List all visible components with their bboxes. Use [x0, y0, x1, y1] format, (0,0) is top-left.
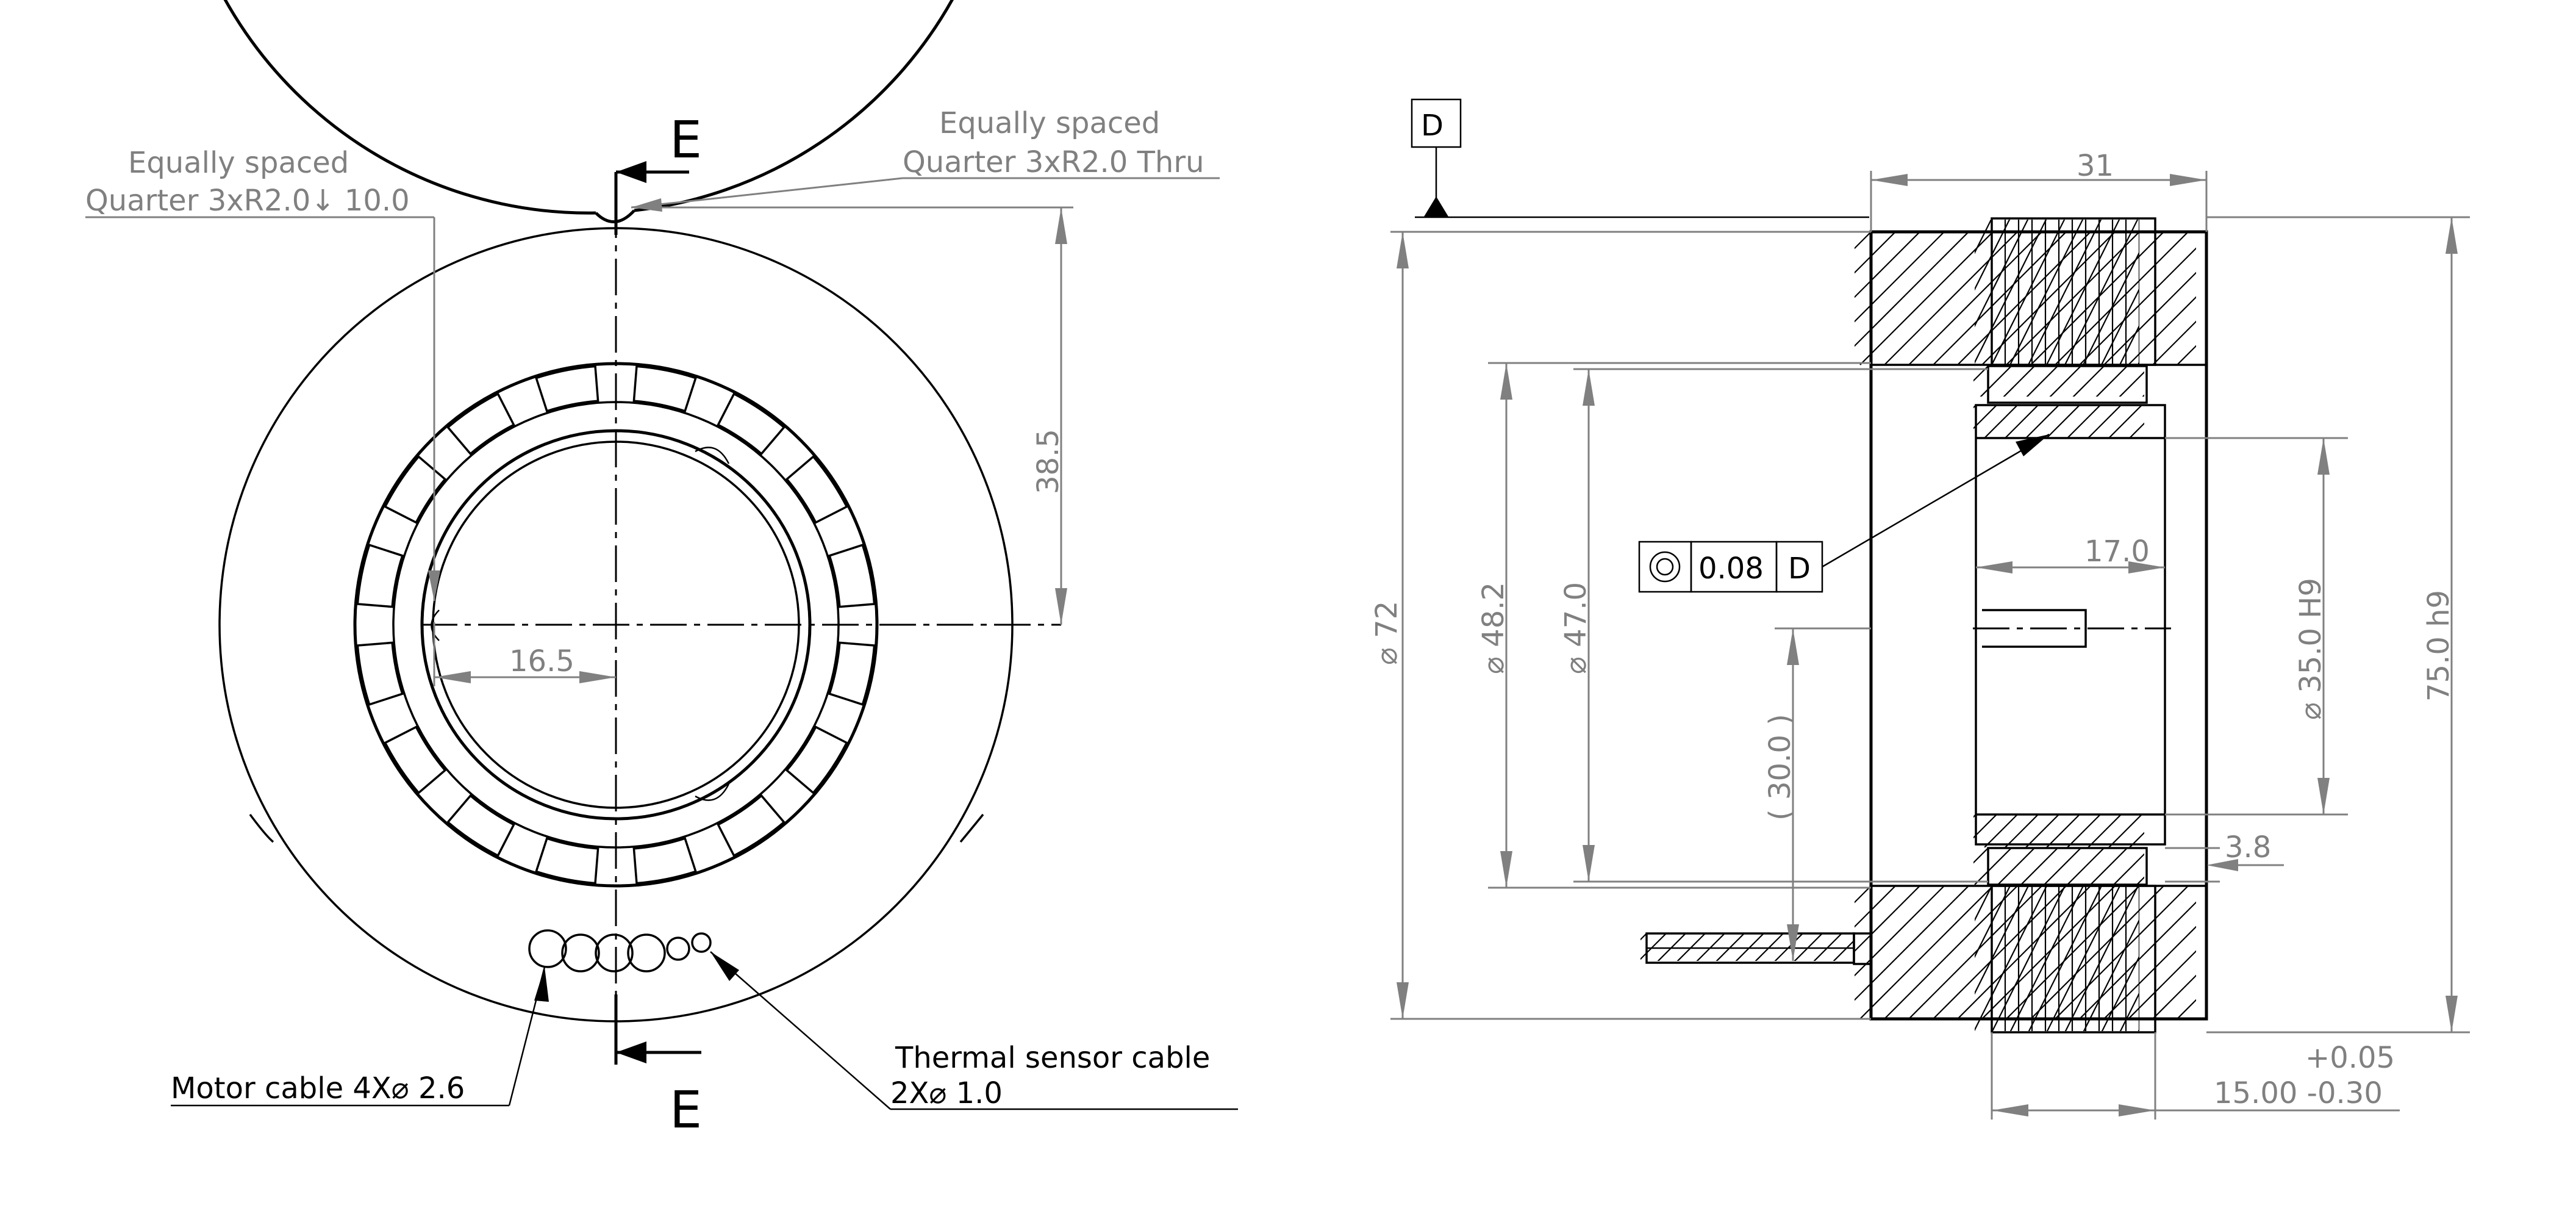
dim-15-00-tol-plus: +0.05 — [2305, 1041, 2395, 1075]
stator-slot — [446, 392, 515, 456]
housing-outline — [1869, 230, 2208, 1021]
stator-slot — [785, 455, 848, 524]
key-slot — [1982, 609, 2087, 648]
dim-38-5-text: 38.5 — [1031, 429, 1065, 494]
stator-slot — [384, 725, 447, 795]
stator-slot — [384, 455, 447, 524]
concentricity-icon — [1649, 551, 1681, 583]
side-view: D — [1370, 98, 2470, 1120]
right-notch — [959, 813, 984, 843]
fcf-leader — [1822, 433, 2050, 568]
section-label-top: E — [670, 110, 702, 170]
rotor-sleeve — [1975, 404, 2166, 846]
hatch-bottom-ring — [1855, 885, 2196, 1019]
bore-bump-top — [695, 447, 730, 464]
hatch-top-ring — [1855, 232, 2196, 365]
thermal-cable-label-line2: 2X⌀ 1.0 — [890, 1076, 1003, 1110]
stator-slot — [632, 836, 697, 885]
dim-3-8-text: 3.8 — [2225, 830, 2271, 865]
stator-slot — [632, 365, 697, 413]
dim-35-0-text: ⌀ 35.0 H9 — [2294, 578, 2328, 720]
winding-lines-top — [1975, 220, 2139, 365]
hatch-sleeve-top — [1973, 405, 2144, 438]
stator-slot — [785, 725, 848, 795]
datum-triangle — [1424, 196, 1448, 217]
dim-72-text: ⌀ 72 — [1370, 601, 1404, 665]
fcf-datum: D — [1788, 552, 1811, 586]
dim-48-2-text: ⌀ 48.2 — [1476, 582, 1511, 674]
section-label-bottom: E — [670, 1080, 702, 1140]
dim-17-0-text: 17.0 — [2084, 534, 2150, 569]
dim-31-text: 31 — [2077, 149, 2114, 183]
front-view: E E Equally spaced Quarter 3xR2.0↓ 10.0 … — [85, 0, 1238, 1140]
retainer-top — [1987, 365, 2148, 404]
thermal-cable-hole-1 — [666, 937, 690, 961]
note-right-line1: Equally spaced — [939, 106, 1160, 140]
stator-slot — [828, 641, 876, 706]
dim-30-0-text: ( 30.0 ) — [1763, 714, 1797, 821]
stator-slot — [828, 544, 876, 608]
dim-47-0-text: ⌀ 47.0 — [1559, 582, 1593, 674]
dim-16-5-text: 16.5 — [509, 644, 574, 678]
note-left-line2: Quarter 3xR2.0↓ 10.0 — [85, 184, 410, 218]
stator-slot — [535, 365, 599, 413]
thermal-cable-hole-2 — [691, 932, 712, 953]
hatch-sleeve-bottom — [1973, 814, 2144, 847]
left-notch — [249, 813, 274, 843]
dim-75-0-text: 75.0 h9 — [2422, 590, 2456, 702]
retainer-bottom — [1987, 847, 2148, 886]
note-right-leader — [631, 177, 903, 209]
thermal-cable-leader — [710, 951, 891, 1110]
fcf-tolerance: 0.08 — [1698, 552, 1764, 586]
hatch-cable — [1640, 933, 1854, 961]
motor-cable-hole-3 — [595, 933, 634, 973]
stator-slot — [717, 392, 786, 456]
stator-slot — [535, 836, 599, 885]
dim-15-00-text: 15.00 -0.30 — [2214, 1076, 2383, 1110]
bore-bump-bottom — [695, 783, 730, 801]
motor-cable-hole-4 — [627, 933, 666, 973]
stator-slot — [717, 794, 786, 857]
stator-slots — [356, 365, 876, 885]
note-left-line1: Equally spaced — [128, 146, 349, 180]
thermal-cable-label-line1: Thermal sensor cable — [895, 1041, 1210, 1075]
outer-housing-circle — [223, 0, 954, 215]
motor-cable-label: Motor cable 4X⌀ 2.6 — [171, 1071, 465, 1106]
motor-cable-hole-1 — [528, 929, 567, 968]
stator-slot — [356, 544, 404, 608]
datum-label: D — [1421, 109, 1444, 143]
motor-cable-hole-2 — [561, 933, 600, 973]
winding-lines-bottom — [1975, 885, 2139, 1031]
stator-slot — [356, 641, 404, 706]
stator-slot — [446, 794, 515, 857]
fcf-symbol-box — [1638, 541, 1692, 593]
note-right-line2: Quarter 3xR2.0 Thru — [903, 145, 1204, 179]
